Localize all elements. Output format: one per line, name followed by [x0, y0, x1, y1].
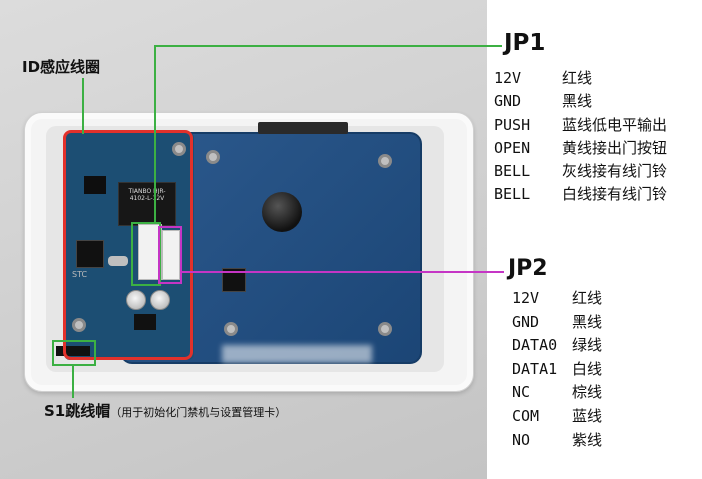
pin-description: 蓝线低电平输出: [562, 115, 668, 134]
crystal-oscillator: [108, 256, 128, 266]
pin-name: GND: [512, 312, 540, 331]
id-coil-leader-line: [82, 78, 84, 134]
pin-name: DATA1: [512, 359, 558, 378]
pin-description: 蓝线: [572, 406, 603, 425]
pin-description: 紫线: [572, 430, 603, 449]
jp1-pin-row: PUSH 蓝线低电平输出: [494, 115, 667, 138]
capacitor: [150, 290, 170, 310]
pin-description: 白线接有线门铃: [562, 185, 668, 204]
microcontroller-chip: [76, 240, 104, 268]
jp2-pin-row: NC 棕线: [512, 382, 602, 406]
pin-name: GND: [494, 92, 522, 111]
jp2-pin-row: 12V 红线: [512, 288, 602, 312]
pin-description: 黑线: [562, 92, 593, 111]
jp1-highlight: [131, 222, 161, 286]
pin-name: BELL: [494, 185, 531, 204]
pin-description: 黑线: [572, 312, 603, 331]
id-coil-highlight: [63, 130, 193, 360]
pin-description: 绿线: [572, 336, 603, 355]
device-photo: TIANBO HJR-4102-L-12V STC: [0, 0, 487, 479]
relay-marking: TIANBO HJR-4102-L-12V: [128, 188, 166, 202]
jp2-pin-row: COM 蓝线: [512, 406, 602, 430]
jp1-leader-line: [154, 45, 502, 47]
pin-description: 棕线: [572, 383, 603, 402]
s1-label-main: S1跳线帽: [44, 402, 111, 420]
s1-jumper-label: S1跳线帽（用于初始化门禁机与设置管理卡）: [44, 400, 286, 421]
jp1-title: JP1: [504, 30, 546, 56]
housing-clip: [258, 122, 348, 134]
jp2-connector: [162, 230, 180, 280]
pin-description: 灰线接有线门铃: [562, 162, 668, 181]
jp2-title: JP2: [508, 256, 548, 281]
pin-name: NC: [512, 383, 531, 402]
pin-name: 12V: [512, 289, 540, 307]
jp1-pin-row: GND 黑线: [494, 91, 667, 114]
pin-name: DATA0: [512, 336, 558, 355]
pin-name: COM: [512, 406, 540, 425]
jp2-pin-row: GND 黑线: [512, 312, 602, 336]
pin-description: 白线: [572, 359, 603, 378]
buzzer: [262, 192, 302, 232]
mounting-hole: [72, 318, 86, 332]
pin-description: 红线: [572, 289, 603, 307]
jp2-pin-row: DATA0 绿线: [512, 335, 602, 359]
voltage-regulator: [134, 314, 156, 330]
mcu-marking: STC: [72, 270, 88, 279]
pin-name: OPEN: [494, 138, 531, 157]
jp2-leader-line: [182, 271, 504, 273]
relay: [118, 182, 176, 226]
pin-description: 黄线接出门按钮: [562, 138, 668, 157]
capacitor: [126, 290, 146, 310]
jp2-pin-row: DATA1 白线: [512, 359, 602, 383]
pin-name: 12V: [494, 69, 522, 87]
jp2-highlight: [158, 226, 182, 284]
pin-name: BELL: [494, 162, 531, 181]
jp1-pin-row: BELL 白线接有线门铃: [494, 184, 667, 207]
id-coil-label: ID感应线圈: [22, 58, 101, 76]
pin-name: NO: [512, 430, 531, 449]
s1-highlight: [52, 340, 96, 366]
s1-jumper-pins: [56, 346, 90, 356]
jp1-pin-row: BELL 灰线接有线门铃: [494, 161, 667, 184]
jp2-pin-list: 12V 红线 GND 黑线 DATA0 绿线 DATA1 白线 NC 棕线 COM 蓝线 N…: [512, 288, 602, 453]
pin-name: PUSH: [494, 115, 531, 134]
s1-leader-line: [72, 366, 74, 398]
mounting-hole: [206, 150, 220, 164]
s1-label-note: （用于初始化门禁机与设置管理卡）: [110, 406, 287, 419]
pin-description: 红线: [562, 69, 593, 87]
jp1-pin-row: 12V 红线: [494, 68, 667, 91]
mounting-hole: [172, 142, 186, 156]
jp2-pin-row: NO 紫线: [512, 430, 602, 454]
blurred-region: [222, 345, 372, 363]
jp1-leader-line: [154, 45, 156, 223]
jp1-pin-list: 12V 红线 GND 黑线 PUSH 蓝线低电平输出 OPEN 黄线接出门按钮 BELL…: [494, 68, 667, 208]
coil-connector: [84, 176, 106, 194]
jp1-pin-row: OPEN 黄线接出门按钮: [494, 138, 667, 161]
mounting-hole: [224, 322, 238, 336]
mounting-hole: [378, 322, 392, 336]
mounting-hole: [378, 154, 392, 168]
